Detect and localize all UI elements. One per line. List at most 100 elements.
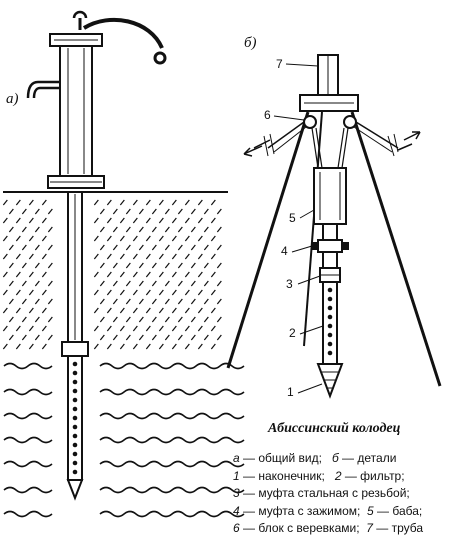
filter-hole	[72, 361, 78, 367]
rope-right-out	[355, 121, 399, 149]
soil-hatch-mark	[21, 334, 27, 341]
filter-hole	[327, 296, 333, 302]
soil-hatch-mark	[164, 316, 170, 323]
filter-hole	[72, 442, 78, 448]
soil-hatching	[2, 199, 222, 350]
soil-hatch-mark	[93, 253, 99, 260]
soil-hatch-mark	[151, 316, 157, 323]
soil-hatch-mark	[99, 334, 105, 341]
soil-hatch-mark	[138, 226, 144, 233]
soil-hatch-mark	[177, 226, 183, 233]
soil-hatch-mark	[112, 280, 118, 287]
soil-hatch-mark	[171, 325, 177, 332]
soil-hatch-mark	[171, 217, 177, 224]
soil-hatch-mark	[151, 262, 157, 269]
soil-hatch-mark	[158, 307, 164, 314]
soil-hatch-mark	[106, 217, 112, 224]
soil-hatch-mark	[216, 226, 222, 233]
tripod-leg-right	[350, 111, 442, 387]
soil-hatch-mark	[197, 289, 203, 296]
soil-hatch-mark	[8, 334, 14, 341]
soil-hatch-mark	[190, 262, 196, 269]
legend-text-a: общий вид;	[258, 451, 322, 465]
soil-hatch-mark	[171, 289, 177, 296]
legend-text-b: детали	[357, 451, 397, 465]
soil-hatch-mark	[177, 262, 183, 269]
soil-hatch-mark	[106, 307, 112, 314]
filter-hole	[72, 415, 78, 421]
soil-hatch-mark	[125, 262, 131, 269]
soil-hatch-mark	[197, 217, 203, 224]
legend-key-2: 2	[334, 468, 342, 483]
pulley-right	[343, 115, 357, 129]
soil-hatch-mark	[93, 289, 99, 296]
arrow-left	[243, 145, 263, 157]
filter-hole	[72, 370, 78, 376]
soil-hatch-mark	[21, 262, 27, 269]
soil-hatch-mark	[47, 244, 53, 251]
soil-hatch-mark	[119, 253, 125, 260]
soil-hatch-mark	[145, 253, 151, 260]
filter-hole	[72, 433, 78, 439]
soil-hatch-mark	[138, 280, 144, 287]
soil-hatch-mark	[93, 271, 99, 278]
filter-hole	[72, 397, 78, 403]
legend-text-1: наконечник;	[258, 468, 325, 483]
soil-hatch-mark	[138, 208, 144, 215]
pulley-left	[303, 115, 317, 129]
legend: а — общий вид; б — детали 1 — наконечник…	[233, 451, 424, 535]
soil-hatch-mark	[125, 334, 131, 341]
soil-hatch-mark	[8, 208, 14, 215]
soil-hatch-mark	[177, 334, 183, 341]
water-wave	[3, 510, 245, 518]
legend-text-6: блок с веревками;	[258, 521, 360, 535]
soil-hatch-mark	[34, 334, 40, 341]
water-wave	[3, 412, 245, 420]
legend-key-7: 7	[366, 521, 373, 535]
filter-hole	[72, 388, 78, 394]
soil-hatch-mark	[125, 298, 131, 305]
soil-hatch-mark	[47, 226, 53, 233]
soil-hatch-mark	[151, 334, 157, 341]
water-wave	[3, 460, 245, 468]
soil-hatch-mark	[41, 307, 47, 314]
soil-hatch-mark	[34, 244, 40, 251]
panel-a-drawing	[2, 10, 442, 518]
soil-hatch-mark	[106, 343, 112, 350]
soil-hatch-mark	[216, 316, 222, 323]
soil-hatch-mark	[21, 298, 27, 305]
soil-hatch-mark	[93, 199, 99, 206]
soil-hatch-mark	[41, 199, 47, 206]
soil-hatch-mark	[15, 217, 21, 224]
soil-hatch-mark	[99, 298, 105, 305]
soil-hatch-mark	[151, 226, 157, 233]
pump-spout	[26, 80, 60, 99]
soil-hatch-mark	[158, 289, 164, 296]
soil-hatch-mark	[28, 271, 34, 278]
soil-hatch-mark	[93, 235, 99, 242]
soil-hatch-mark	[158, 199, 164, 206]
soil-hatch-mark	[28, 289, 34, 296]
soil-hatch-mark	[21, 208, 27, 215]
soil-hatch-mark	[15, 307, 21, 314]
soil-hatch-mark	[216, 334, 222, 341]
callout-1: 1	[287, 385, 294, 399]
filter-holes-detail	[327, 287, 333, 356]
soil-hatch-mark	[184, 307, 190, 314]
soil-hatch-mark	[216, 262, 222, 269]
soil-hatch-mark	[125, 280, 131, 287]
soil-hatch-mark	[177, 280, 183, 287]
soil-hatch-mark	[145, 271, 151, 278]
soil-hatch-mark	[99, 226, 105, 233]
soil-hatch-mark	[184, 271, 190, 278]
soil-hatch-mark	[119, 343, 125, 350]
soil-hatch-mark	[119, 217, 125, 224]
soil-hatch-mark	[145, 289, 151, 296]
soil-hatch-mark	[210, 235, 216, 242]
soil-hatch-mark	[190, 244, 196, 251]
legend-text-5: баба;	[392, 503, 423, 518]
soil-hatch-mark	[28, 199, 34, 206]
soil-hatch-mark	[203, 208, 209, 215]
soil-hatch-mark	[99, 208, 105, 215]
